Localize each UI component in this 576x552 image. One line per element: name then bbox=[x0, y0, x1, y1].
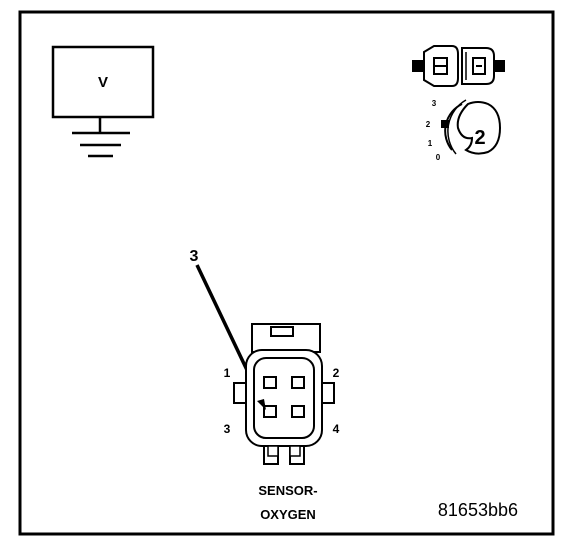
selector-position-3: 3 bbox=[432, 99, 437, 108]
selector-dial-icon: 2 3 2 1 0 bbox=[426, 99, 502, 162]
voltmeter-icon: V bbox=[51, 45, 155, 119]
voltmeter-box bbox=[51, 45, 155, 119]
selector-position-0: 0 bbox=[436, 153, 441, 162]
selector-marker bbox=[441, 120, 449, 128]
connector-name-line-2: OXYGEN bbox=[260, 507, 316, 522]
ground-icon bbox=[72, 117, 130, 158]
figure-id: 81653bb6 bbox=[438, 500, 518, 520]
pin-3-cavity bbox=[263, 405, 277, 418]
selector-selected-label: 2 bbox=[474, 127, 485, 149]
selector-position-1: 1 bbox=[428, 139, 433, 148]
pin-label-2: 2 bbox=[333, 366, 340, 380]
pin-label-1: 1 bbox=[224, 366, 231, 380]
voltmeter-label: V bbox=[98, 74, 108, 91]
selector-position-2: 2 bbox=[426, 120, 431, 129]
pin-label-4: 4 bbox=[333, 422, 340, 436]
pin-2-cavity bbox=[291, 376, 305, 389]
callout-label: 3 bbox=[190, 248, 199, 265]
pin-4-cavity bbox=[291, 405, 305, 418]
diagram-frame bbox=[18, 10, 555, 536]
pin-1-cavity bbox=[263, 376, 277, 389]
oxygen-sensor-connector bbox=[233, 323, 335, 465]
callout-arrowhead bbox=[257, 399, 266, 410]
pin-label-3: 3 bbox=[224, 422, 231, 436]
connector-name-line-1: SENSOR- bbox=[258, 483, 317, 498]
test-lead-icon bbox=[412, 45, 505, 87]
